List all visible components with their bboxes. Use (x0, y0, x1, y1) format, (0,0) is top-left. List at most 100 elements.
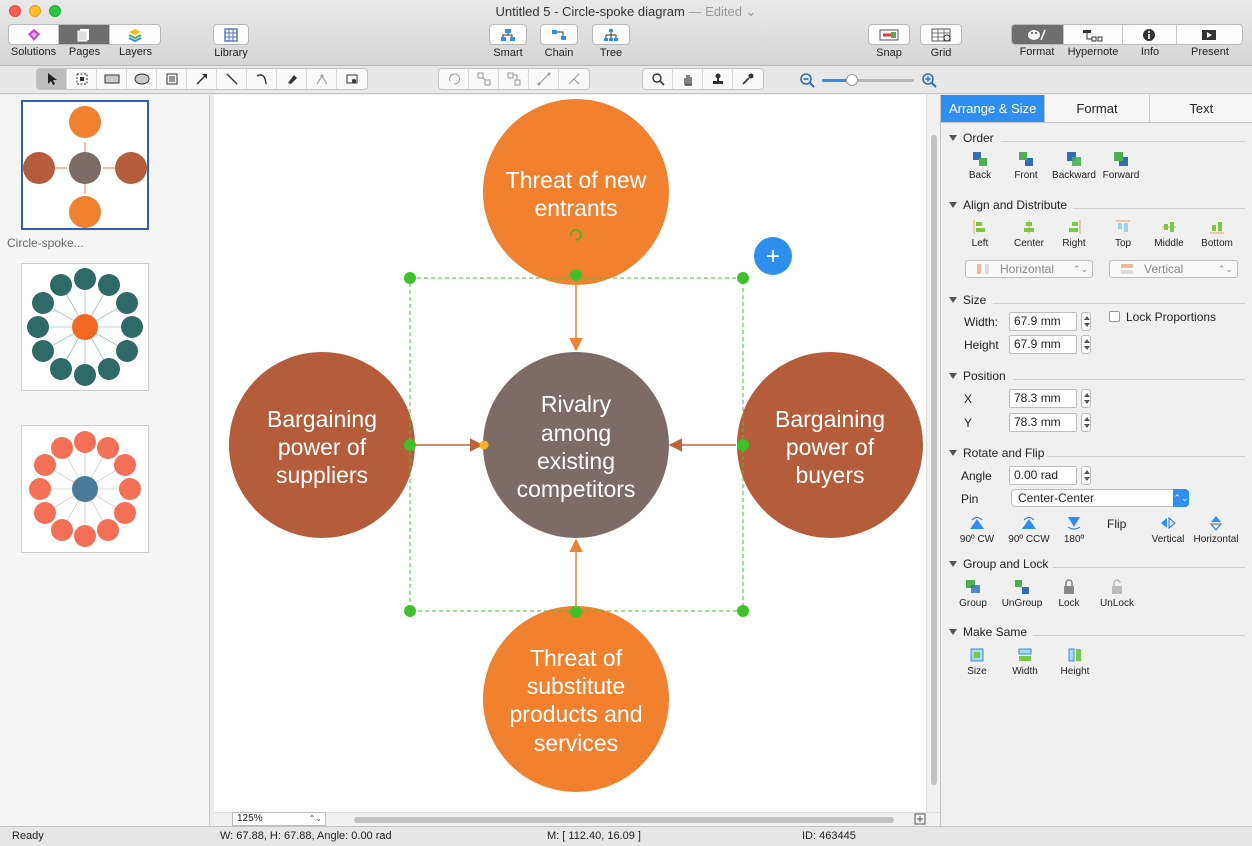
distribute-vertical-select[interactable]: Vertical ⌃⌄ (1109, 260, 1238, 278)
page-thumbnail-1[interactable] (21, 100, 149, 230)
flip-horizontal-button[interactable]: Horizontal (1191, 515, 1241, 545)
height-input[interactable]: 67.9 mm (1009, 335, 1077, 354)
arrow-tool[interactable] (187, 69, 217, 89)
chain-button[interactable]: Chain (539, 24, 579, 59)
smart-connector-tool[interactable] (499, 69, 529, 89)
layers-button[interactable] (110, 25, 160, 44)
align-center-button[interactable]: Center (1009, 219, 1049, 249)
y-stepper[interactable] (1081, 413, 1091, 432)
rotate-handle-icon[interactable] (570, 229, 582, 241)
rotate-cw-button[interactable]: 90º CW (959, 515, 995, 545)
tab-arrange-size[interactable]: Arrange & Size (941, 95, 1046, 122)
section-make-same[interactable]: Make Same (949, 625, 1027, 639)
zoom-select[interactable]: 125% ⌃⌄ (232, 812, 326, 826)
horizontal-scrollbar[interactable] (214, 812, 940, 826)
same-width-button[interactable]: Width (1007, 647, 1043, 677)
backward-button[interactable]: Backward (1051, 151, 1097, 181)
align-right-button[interactable]: Right (1057, 219, 1091, 249)
grid-button[interactable]: Grid (919, 24, 963, 59)
tab-text[interactable]: Text (1189, 101, 1214, 116)
minimize-window-button[interactable] (29, 5, 41, 17)
connection-point[interactable] (479, 440, 489, 450)
zoom-window-button[interactable] (49, 5, 61, 17)
circle-right[interactable] (737, 352, 923, 538)
align-top-button[interactable]: Top (1106, 219, 1140, 249)
section-group-lock[interactable]: Group and Lock (949, 557, 1048, 571)
angle-stepper[interactable] (1081, 466, 1091, 485)
snap-button[interactable]: Snap (867, 24, 911, 59)
info-button[interactable] (1123, 25, 1177, 44)
rotate-180-button[interactable]: 180º (1059, 515, 1089, 545)
pages-button[interactable] (59, 25, 110, 44)
solutions-button[interactable] (9, 25, 60, 44)
height-stepper[interactable] (1081, 335, 1091, 354)
library-button[interactable]: Library (209, 24, 253, 59)
page-thumbnail-3[interactable] (21, 425, 149, 553)
arc-connector-tool[interactable] (529, 69, 559, 89)
rotate-tool[interactable] (439, 69, 469, 89)
zoom-out-icon[interactable] (799, 72, 815, 88)
ungroup-button[interactable]: UnGroup (999, 579, 1045, 609)
ellipse-tool[interactable] (127, 69, 157, 89)
width-input[interactable]: 67.9 mm (1009, 312, 1077, 331)
select-tool[interactable] (37, 69, 67, 89)
front-button[interactable]: Front (1009, 151, 1043, 181)
selection-handles[interactable] (404, 269, 749, 618)
align-left-button[interactable]: Left (963, 219, 997, 249)
tab-format[interactable]: Format (1045, 95, 1150, 122)
circle-bottom[interactable] (483, 606, 669, 792)
text-tool[interactable] (157, 69, 187, 89)
group-button[interactable]: Group (955, 579, 991, 609)
page-thumbnail-2[interactable] (21, 263, 149, 391)
insert-image-tool[interactable] (337, 69, 367, 89)
vertical-scrollbar[interactable] (926, 95, 940, 812)
zoom-in-icon[interactable] (921, 72, 937, 88)
pin-select[interactable]: Center-Center ⌃⌄ (1011, 489, 1189, 507)
eyedropper-tool[interactable] (733, 69, 763, 89)
stamp-tool[interactable] (703, 69, 733, 89)
align-bottom-button[interactable]: Bottom (1197, 219, 1237, 249)
marquee-tool[interactable] (67, 69, 97, 89)
tree-button[interactable]: Tree (591, 24, 631, 59)
drawing-canvas[interactable]: Threat of new entrants Rivalry among exi… (214, 95, 926, 812)
forward-button[interactable]: Forward (1101, 151, 1141, 181)
lock-proportions-checkbox[interactable] (1109, 311, 1120, 322)
same-size-button[interactable]: Size (961, 647, 993, 677)
zoom-slider-knob[interactable] (846, 74, 858, 86)
pen-tool[interactable] (277, 69, 307, 89)
direct-connector-tool[interactable] (469, 69, 499, 89)
angle-input[interactable]: 0.00 rad (1009, 466, 1077, 485)
section-size[interactable]: Size (949, 293, 986, 307)
circle-top[interactable] (483, 99, 669, 285)
zoom-tool[interactable] (643, 69, 673, 89)
circle-center[interactable] (483, 352, 669, 538)
pan-tool[interactable] (673, 69, 703, 89)
rotate-ccw-button[interactable]: 90º CCW (1007, 515, 1051, 545)
section-rotate-flip[interactable]: Rotate and Flip (949, 446, 1044, 460)
lock-button[interactable]: Lock (1053, 579, 1085, 609)
present-button[interactable] (1177, 25, 1242, 44)
x-stepper[interactable] (1081, 389, 1091, 408)
section-position[interactable]: Position (949, 369, 1006, 383)
y-input[interactable]: 78.3 mm (1009, 413, 1077, 432)
line-tool[interactable] (217, 69, 247, 89)
flip-vertical-button[interactable]: Vertical (1147, 515, 1189, 545)
zoom-slider-track[interactable] (822, 79, 914, 82)
hypernote-button[interactable] (1064, 25, 1124, 44)
format-button[interactable] (1012, 25, 1064, 44)
arc-tool[interactable] (247, 69, 277, 89)
align-middle-button[interactable]: Middle (1149, 219, 1189, 249)
edited-indicator[interactable]: — Edited ⌄ (688, 4, 757, 19)
width-stepper[interactable] (1081, 312, 1091, 331)
unlock-button[interactable]: UnLock (1097, 579, 1137, 609)
circle-left[interactable] (229, 352, 415, 538)
distribute-horizontal-select[interactable]: Horizontal ⌃⌄ (965, 260, 1093, 278)
rectangle-tool[interactable] (97, 69, 127, 89)
bezier-tool[interactable] (307, 69, 337, 89)
back-button[interactable]: Back (963, 151, 997, 181)
same-height-button[interactable]: Height (1055, 647, 1095, 677)
section-align[interactable]: Align and Distribute (949, 198, 1067, 212)
smart-button[interactable]: Smart (488, 24, 528, 59)
fit-page-icon[interactable] (914, 812, 926, 826)
add-shape-button[interactable] (754, 237, 792, 275)
